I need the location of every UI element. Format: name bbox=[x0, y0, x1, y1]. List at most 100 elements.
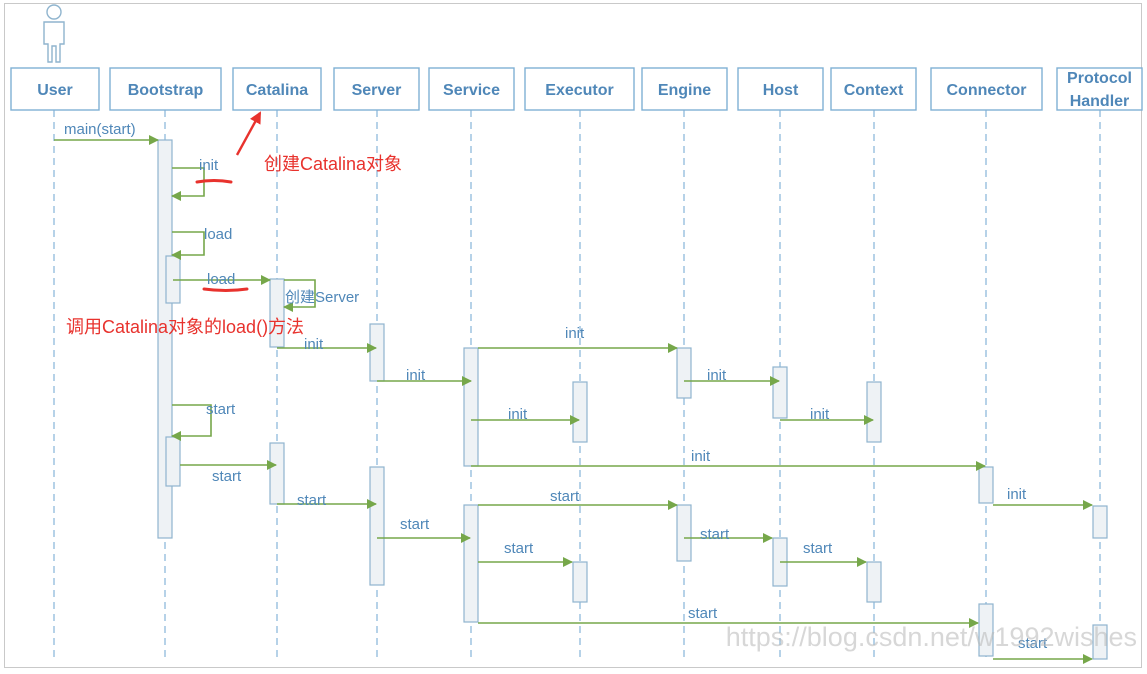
message-label: start bbox=[550, 488, 580, 505]
message-service-to-executor-init: init bbox=[471, 406, 580, 425]
activation-protocol bbox=[1092, 624, 1108, 660]
header-label: Engine bbox=[658, 82, 711, 99]
message-connector-to-protocol-start: start bbox=[993, 635, 1093, 664]
header-label: Server bbox=[352, 82, 402, 99]
header-label: Connector bbox=[947, 82, 1027, 99]
message-label: init bbox=[304, 336, 324, 353]
message-label: start bbox=[1018, 635, 1048, 652]
lifeline-header-bootstrap: Bootstrap bbox=[109, 67, 222, 111]
annotation-arrow bbox=[235, 111, 262, 156]
message-user-to-bootstrap-main(start): main(start) bbox=[54, 121, 159, 145]
actor-user-icon bbox=[43, 4, 65, 63]
header-box bbox=[524, 67, 635, 111]
activation-catalina bbox=[269, 278, 285, 348]
annotation-call-load-text: 调用Catalina对象的load()方法 bbox=[66, 317, 304, 337]
header-box bbox=[737, 67, 824, 111]
activation-connector bbox=[978, 466, 994, 504]
activation-engine bbox=[676, 504, 692, 562]
message-catalina-to-server-init: init bbox=[277, 336, 377, 353]
message-host-to-context-start: start bbox=[780, 540, 867, 567]
header-label-line: Protocol bbox=[1067, 70, 1132, 87]
header-box bbox=[1056, 67, 1143, 111]
header-label-line: Handler bbox=[1070, 93, 1130, 110]
message-label: start bbox=[688, 605, 718, 622]
underline-load-mark bbox=[202, 287, 249, 292]
activation-connector bbox=[978, 603, 994, 657]
header-label: Catalina bbox=[246, 82, 308, 99]
message-label: load bbox=[204, 226, 232, 243]
self-call-arrow bbox=[171, 404, 212, 441]
message-label: start bbox=[504, 540, 534, 557]
message-service-to-engine-start: start bbox=[478, 488, 678, 510]
message-bootstrap-to-bootstrap-init: init bbox=[171, 157, 219, 201]
watermark: https://blog.csdn.net/w1992wishes bbox=[726, 622, 1137, 652]
diagram-frame bbox=[4, 3, 1142, 668]
message-label: init bbox=[691, 448, 711, 465]
message-service-to-engine-init: init bbox=[478, 325, 678, 353]
self-call-arrow bbox=[171, 231, 205, 260]
lifeline-header-executor: Executor bbox=[524, 67, 635, 111]
lifeline-header-service: Service bbox=[428, 67, 515, 111]
header-box bbox=[10, 67, 100, 111]
message-label: start bbox=[212, 468, 242, 485]
activation-executor bbox=[572, 561, 588, 603]
message-service-to-executor-start: start bbox=[478, 540, 573, 567]
header-box bbox=[428, 67, 515, 111]
message-service-to-connector-start: start bbox=[478, 605, 979, 628]
message-label: start bbox=[400, 516, 430, 533]
message-label: start bbox=[297, 492, 327, 509]
message-server-to-service-start: start bbox=[377, 516, 471, 543]
message-label: init bbox=[810, 406, 830, 423]
header-box bbox=[232, 67, 322, 111]
message-label: init bbox=[707, 367, 727, 384]
message-label: init bbox=[1007, 486, 1027, 503]
message-catalina-to-catalina-创建Server: 创建Server bbox=[283, 279, 359, 312]
lifeline-header-engine: Engine bbox=[641, 67, 728, 111]
message-engine-to-host-init: init bbox=[684, 367, 780, 386]
header-box bbox=[333, 67, 420, 111]
message-label: start bbox=[206, 401, 236, 418]
message-bootstrap-to-bootstrap-load: load bbox=[171, 226, 232, 260]
header-label: Service bbox=[443, 82, 500, 99]
lifeline-header-catalina: Catalina bbox=[232, 67, 322, 111]
header-label: User bbox=[37, 82, 73, 99]
activation-server bbox=[369, 323, 385, 382]
header-label: Bootstrap bbox=[128, 82, 204, 99]
header-box bbox=[830, 67, 917, 111]
message-catalina-to-server-start: start bbox=[277, 492, 377, 509]
lifeline-header-context: Context bbox=[830, 67, 917, 111]
message-label: init bbox=[508, 406, 528, 423]
underline-init-mark bbox=[195, 179, 233, 184]
lifeline-header-server: Server bbox=[333, 67, 420, 111]
lifeline-header-host: Host bbox=[737, 67, 824, 111]
message-label: init bbox=[199, 157, 219, 174]
message-bootstrap-to-catalina-load: load bbox=[173, 271, 271, 288]
activation-service bbox=[463, 347, 479, 467]
lifeline-header-user: User bbox=[10, 67, 100, 111]
activation-catalina bbox=[269, 442, 285, 505]
message-bootstrap-to-catalina-start: start bbox=[180, 460, 277, 485]
activation-host bbox=[772, 366, 788, 419]
activation-server bbox=[369, 466, 385, 586]
message-label: init bbox=[565, 325, 585, 342]
message-bootstrap-to-bootstrap-start: start bbox=[171, 401, 236, 441]
activation-protocol bbox=[1092, 505, 1108, 539]
message-service-to-connector-init: init bbox=[471, 448, 986, 471]
header-box bbox=[641, 67, 728, 111]
message-server-to-service-init: init bbox=[377, 367, 472, 386]
header-box bbox=[930, 67, 1043, 111]
activation-context bbox=[866, 381, 882, 443]
message-label: main(start) bbox=[64, 121, 136, 138]
message-host-to-context-init: init bbox=[780, 406, 874, 425]
header-box bbox=[109, 67, 222, 111]
self-call-arrow bbox=[283, 279, 316, 312]
header-label: Context bbox=[844, 82, 904, 99]
annotation-call-load: 调用Catalina对象的load()方法 bbox=[66, 287, 304, 337]
annotation-create-catalina: 创建Catalina对象 bbox=[195, 111, 402, 184]
message-engine-to-host-start: start bbox=[684, 526, 773, 543]
message-label: start bbox=[700, 526, 730, 543]
message-label: start bbox=[803, 540, 833, 557]
activation-engine bbox=[676, 347, 692, 399]
